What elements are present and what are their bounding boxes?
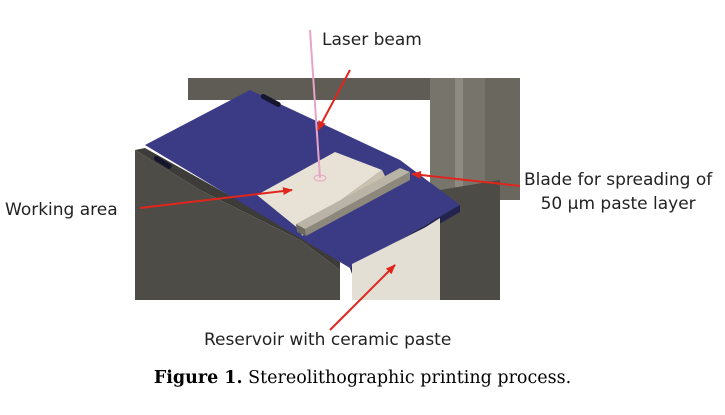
blade-front <box>305 172 410 236</box>
arrow-reservoir <box>329 264 396 331</box>
laser-beam-ray <box>309 29 321 179</box>
blade-label: Blade for spreading of 50 µm paste layer <box>524 168 712 216</box>
working-area-label: Working area <box>5 200 118 220</box>
laser-spot <box>313 174 327 182</box>
blade-side <box>296 224 306 236</box>
figure-caption: Figure 1. Stereolithographic printing pr… <box>0 368 725 388</box>
arrow-working-area <box>139 187 293 209</box>
laser-beam-label: Laser beam <box>322 30 422 50</box>
blade-label-line-2: 50 µm paste layer <box>540 194 696 214</box>
reservoir-front <box>352 220 440 300</box>
arrow-laser-beam <box>317 69 351 131</box>
figure-caption-label: Figure 1. <box>153 368 243 388</box>
blade-label-line-1: Blade for spreading of <box>524 170 713 190</box>
working-area-surface <box>257 152 382 230</box>
machine-right-column-edge <box>455 78 463 228</box>
reservoir-label: Reservoir with ceramic paste <box>204 330 452 350</box>
platform-slot-top <box>260 93 281 107</box>
machine-left-front <box>135 150 340 300</box>
figure-caption-text: Stereolithographic printing process. <box>248 368 572 388</box>
platform-slot-left <box>153 155 172 169</box>
machine-back-wall <box>188 78 500 145</box>
arrow-blade <box>411 171 521 187</box>
machine-left-top <box>135 148 340 270</box>
blade-top <box>296 168 410 229</box>
